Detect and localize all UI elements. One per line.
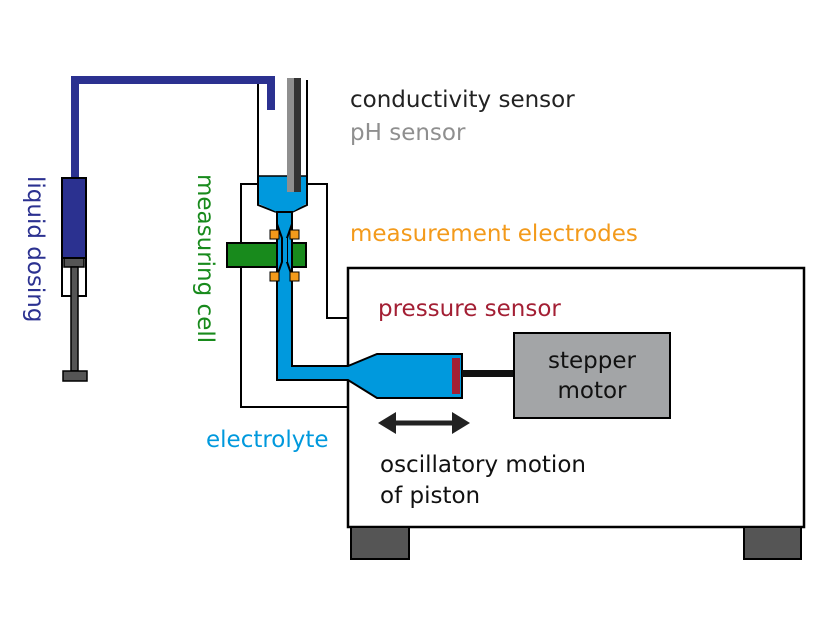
electrode-top-right xyxy=(289,229,300,240)
machine-foot-left xyxy=(350,526,410,560)
measuring-cell-block xyxy=(226,242,278,268)
machine-foot-right xyxy=(743,526,802,560)
electrode-bottom-left xyxy=(269,271,280,282)
measurement-electrodes-label: measurement electrodes xyxy=(350,221,638,247)
syringe-rod xyxy=(70,266,79,372)
conductivity-sensor-label: conductivity sensor xyxy=(350,87,575,113)
syringe-handle xyxy=(62,370,88,382)
pressure-sensor-label: pressure sensor xyxy=(378,296,561,322)
liquid-dosing-label: liquid dosing xyxy=(22,176,48,323)
cell-support-frame xyxy=(240,183,348,408)
oscillatory-motion-line2: of piston xyxy=(380,483,481,509)
electrode-top-left xyxy=(269,229,280,240)
oscillatory-motion-line1: oscillatory motion xyxy=(380,452,586,478)
piston-rod xyxy=(462,370,514,377)
electrolyte-label: electrolyte xyxy=(206,427,329,453)
conductivity-sensor-rod xyxy=(294,78,301,192)
stepper-motor-line1: stepper xyxy=(548,348,636,374)
syringe-barrel xyxy=(61,177,87,259)
oscillation-arrow-right-head xyxy=(452,412,470,434)
oscillation-arrow-left-head xyxy=(378,412,396,434)
electrode-bottom-right xyxy=(289,271,300,282)
stepper-motor xyxy=(513,332,671,419)
oscillatory-motion-label: oscillatory motion of piston xyxy=(380,450,586,512)
constriction-mask xyxy=(283,238,287,262)
measuring-cell-label: measuring cell xyxy=(192,174,218,344)
stepper-motor-label: stepper motor xyxy=(514,346,670,406)
dosing-tube xyxy=(71,76,275,180)
sensor-vessel-right xyxy=(291,80,308,213)
ph-sensor-label: pH sensor xyxy=(350,120,466,146)
sensor-vessel xyxy=(257,80,277,213)
stepper-motor-line2: motor xyxy=(557,378,627,404)
syringe-plunger-seal xyxy=(63,257,85,268)
ph-sensor-rod xyxy=(287,78,294,192)
electrolyte-channel xyxy=(276,211,463,399)
cell-support-frame-right xyxy=(306,183,348,319)
pressure-sensor xyxy=(452,358,460,394)
measuring-cell-block-right xyxy=(291,242,307,268)
